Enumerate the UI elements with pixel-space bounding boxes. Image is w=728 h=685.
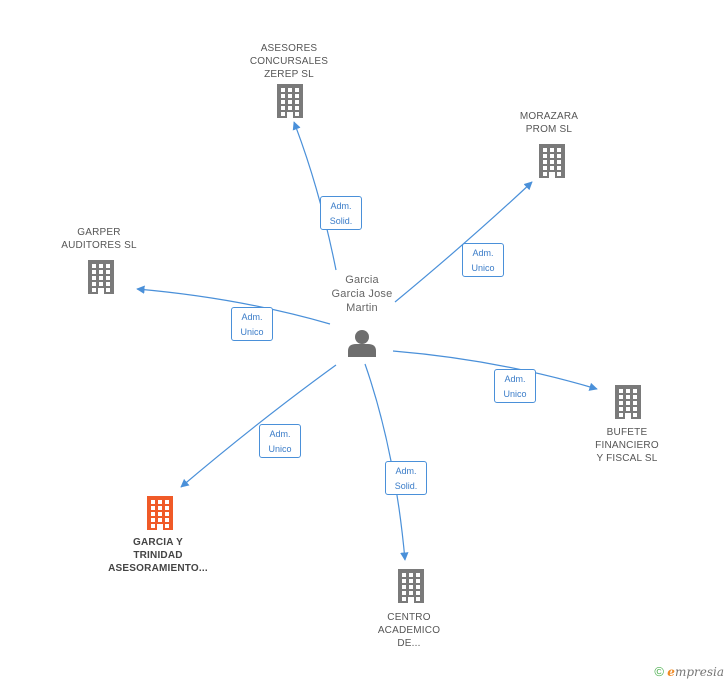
relation-role-label: Adm. Unico — [462, 243, 504, 277]
relation-edge — [136, 285, 331, 325]
building-icon[interactable] — [615, 385, 641, 419]
company-name[interactable]: GARPER AUDITORES SL — [61, 227, 137, 251]
company-name[interactable]: MORAZARA PROM SL — [519, 111, 579, 135]
company-name[interactable]: GARCIA Y TRINIDAD ASESORAMIENTO... — [108, 537, 208, 574]
relation-edge — [394, 181, 533, 303]
brand-name: mpresia — [674, 665, 724, 679]
person-name[interactable]: Garcia Garcia Jose Martin — [331, 274, 393, 314]
relation-edge — [292, 121, 337, 271]
relation-edge — [392, 350, 598, 391]
relation-role-label: Adm. Unico — [231, 307, 273, 341]
building-icon[interactable] — [398, 569, 424, 603]
building-icon[interactable] — [277, 84, 303, 118]
building-icon[interactable] — [88, 260, 114, 294]
copyright-icon: © — [654, 664, 664, 679]
company-name[interactable]: ASESORES CONCURSALES ZEREP SL — [249, 43, 329, 80]
person-icon[interactable] — [348, 330, 376, 357]
brand-initial: e — [667, 665, 675, 679]
footer-brand: © empresia — [654, 664, 724, 679]
relation-edge — [364, 363, 409, 561]
relation-role-label: Adm. Unico — [494, 369, 536, 403]
relation-edge — [180, 364, 337, 488]
building-icon[interactable] — [539, 144, 565, 178]
relation-role-label: Adm. Solid. — [320, 196, 362, 230]
building-icon[interactable] — [147, 496, 173, 530]
company-name[interactable]: CENTRO ACADEMICO DE... — [377, 612, 441, 649]
relation-role-label: Adm. Solid. — [385, 461, 427, 495]
relation-role-label: Adm. Unico — [259, 424, 301, 458]
company-name[interactable]: BUFETE FINANCIERO Y FISCAL SL — [595, 427, 659, 464]
